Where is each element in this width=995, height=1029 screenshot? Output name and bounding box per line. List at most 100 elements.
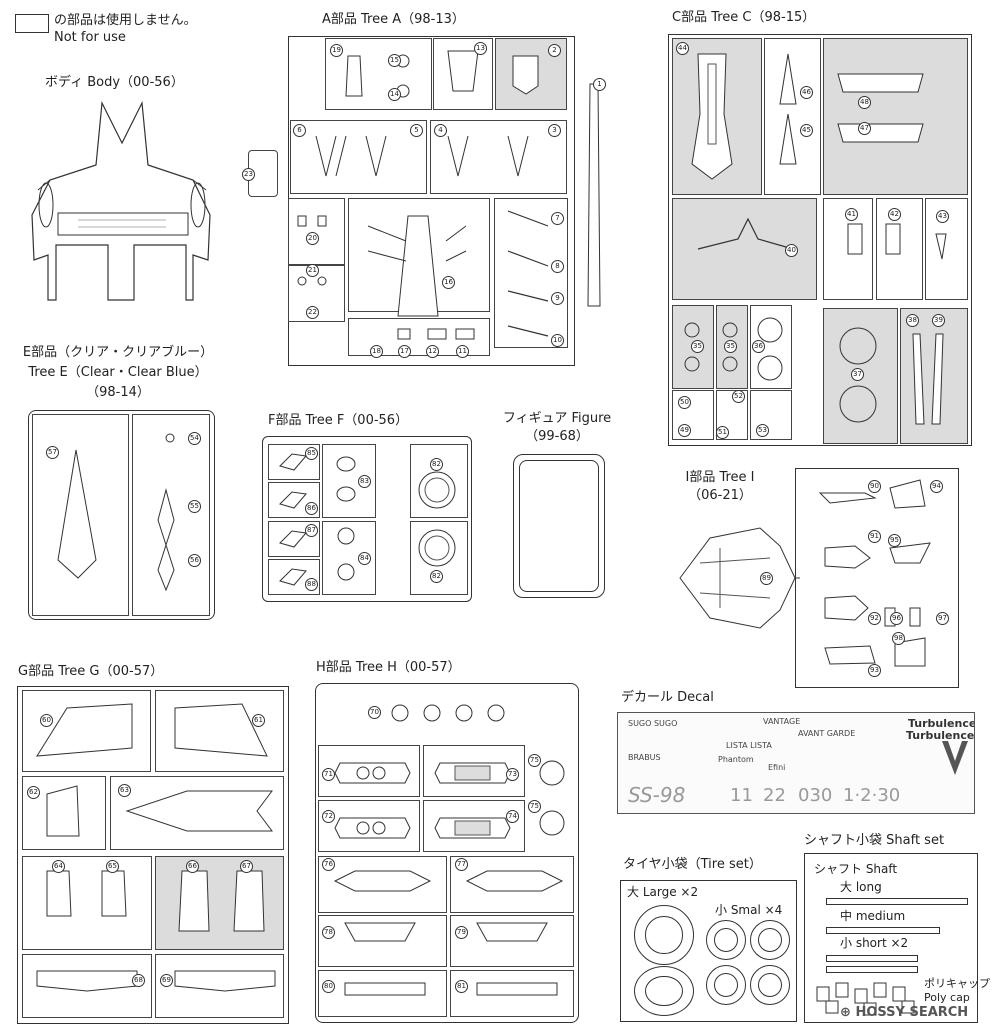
part-num: 68 [132,974,145,987]
polycap-drawings [816,982,915,1016]
part-num: 89 [760,572,773,585]
decal-text: VANTAGE [763,717,801,726]
part-num: 80 [322,980,335,993]
part-num: 5 [410,124,423,137]
part-num: 74 [506,810,519,823]
tire-small-4 [750,965,790,1005]
not-for-use-swatch [15,14,49,33]
decal-text: 22 [763,785,786,806]
shaft-short-2 [826,966,918,973]
decal-title: デカール Decal [621,690,714,705]
part-num: 60 [40,714,53,727]
part-num: 7 [551,212,564,225]
shaft-bag [804,853,978,1023]
part-num: 1 [593,78,606,91]
treeC-cell-46 [764,38,821,195]
tire-small-label: 小 Smal ×4 [715,903,783,917]
treeF-cell-82b [410,521,468,595]
decal-sheet: SUGO SUGO VANTAGE Turbulence Turbulence … [617,712,975,814]
treeA-cell-top [325,38,432,110]
treeG-title: G部品 Tree G（00-57） [18,664,164,679]
part-num: 81 [455,980,468,993]
part-num: 85 [305,447,318,460]
part-num: 55 [188,500,201,513]
treeA-title: A部品 Tree A（98-13） [322,12,465,27]
part-num: 73 [506,768,519,781]
watermark-logo-icon: ⊕ [840,1005,851,1020]
part-num: 2 [548,44,561,57]
treeG-cell-64 [22,856,152,950]
part-num: 47 [858,122,871,135]
decal-text: LISTA LISTA [726,741,772,750]
part-num: 35 [691,340,704,353]
part-num: 13 [474,42,487,55]
part-num: 41 [845,208,858,221]
treeA-cell-6-5 [290,120,427,194]
treeE-title2: Tree E（Clear・Clear Blue） [28,365,208,380]
part-num: 71 [322,768,335,781]
part-num: 69 [160,974,173,987]
part-num: 21 [306,264,319,277]
shaft-title: シャフト小袋 Shaft set [804,833,945,848]
decal-text: Turbulence [906,729,975,742]
treeC-title: C部品 Tree C（98-15） [672,10,816,25]
part-num: 64 [52,860,65,873]
part-num: 61 [252,714,265,727]
shaft-short-label: 小 short ×2 [840,936,909,950]
part-num: 66 [186,860,199,873]
part-num: 86 [305,502,318,515]
part-num: 8 [551,260,564,273]
treeF-cell-82a [410,444,468,518]
part-num: 94 [930,480,943,493]
part-num: 36 [752,340,765,353]
decal-text: Phantom [718,755,754,764]
part-num: 48 [858,96,871,109]
watermark-text: HOSSY SEARCH [855,1005,969,1020]
treeA-part-drawings [297,50,601,340]
part-num: 75 [528,754,541,767]
part-num: 14 [388,88,401,101]
decal-text: SS-98 [628,783,686,807]
part-num: 42 [888,208,901,221]
body-title: ボディ Body（00-56） [45,75,184,90]
part-num: 54 [188,432,201,445]
part-num: 46 [800,86,813,99]
part-num: 53 [756,424,769,437]
treeE-part-drawings [57,433,175,592]
part-num: 82 [430,458,443,471]
part-num: 78 [322,926,335,939]
decal-text: BRABUS [628,753,661,762]
legend-line1: の部品は使用しません。 [54,13,197,28]
treeE-title1: E部品（クリア・クリアブルー） [22,345,214,360]
tire-large-2 [634,966,694,1016]
treeG-part-drawings [36,703,276,992]
part-num: 88 [305,578,318,591]
part-num: 65 [106,860,119,873]
part-num: 91 [868,530,881,543]
decal-v-logo [942,741,968,775]
polycap-label-1: ポリキャップ [924,977,990,990]
shaft-inner-title: シャフト Shaft [814,862,898,876]
part-num: 79 [455,926,468,939]
part-num: 96 [890,612,903,625]
part-num: 75 [528,800,541,813]
part-num: 52 [732,390,745,403]
decal-text: AVANT GARDE [798,729,856,738]
part-num: 49 [678,424,691,437]
part-num: 56 [188,554,201,567]
tire-small-2 [750,920,790,960]
part-num: 72 [322,810,335,823]
tire-small-3 [706,965,746,1005]
treeI-part-drawings [679,479,931,667]
figure-title2: （99-68） [525,429,589,444]
treeF-part-drawings [279,453,456,586]
part-num: 45 [800,124,813,137]
part-num: 92 [868,612,881,625]
legend-line2: Not for use [54,30,126,45]
part-num: 12 [426,345,439,358]
decal-text: 030 [798,785,833,806]
part-num: 98 [892,632,905,645]
treeF-title: F部品 Tree F（00-56） [268,413,409,428]
treeI-title2: （06-21） [688,488,752,503]
part-num: 44 [676,42,689,55]
